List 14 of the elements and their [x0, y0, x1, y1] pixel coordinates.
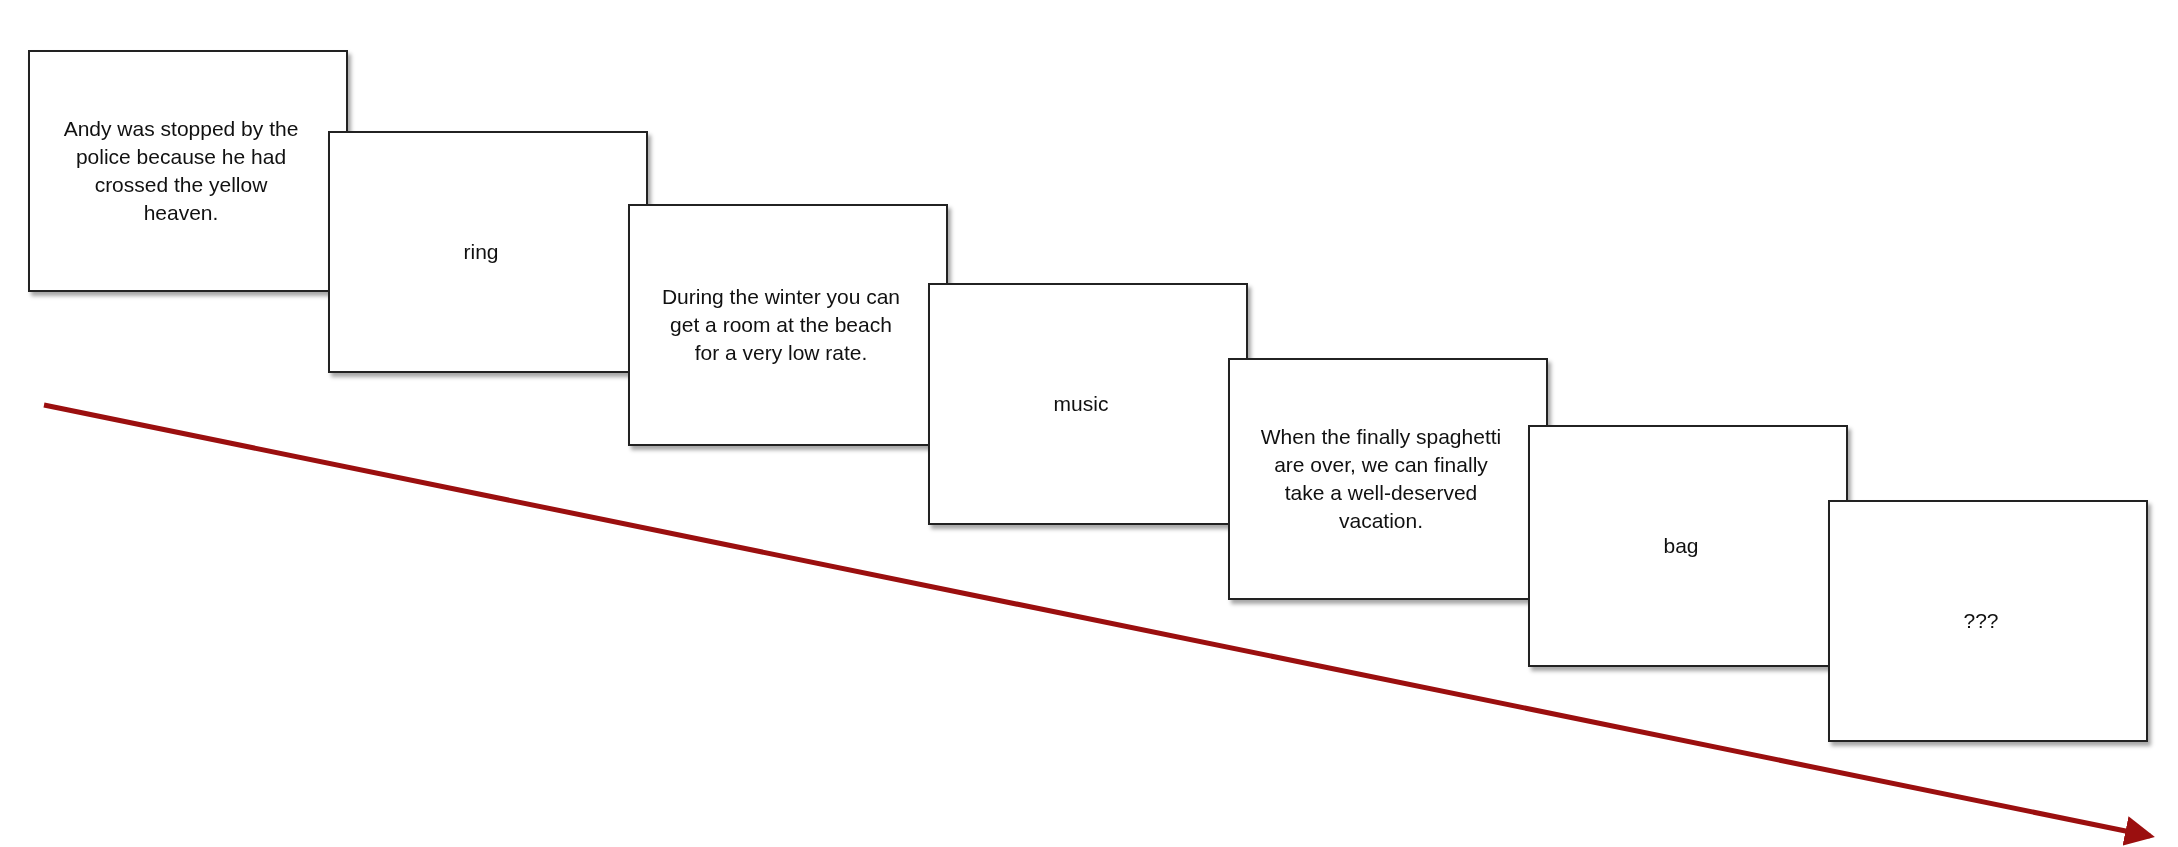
- card: [1828, 500, 2148, 742]
- card-text: Andy was stopped by the police because he had crossed the yellow heaven.: [62, 116, 300, 226]
- card: [28, 50, 348, 292]
- card-text: When the finally spaghetti are over, we can finally take a well-deserved vacation.: [1260, 424, 1502, 534]
- card-text: music: [1053, 391, 1109, 417]
- card: [1228, 358, 1548, 600]
- card: [628, 204, 948, 446]
- card-text: bag: [1663, 533, 1699, 559]
- card: [1528, 425, 1848, 667]
- card: [928, 283, 1248, 525]
- card: [328, 131, 648, 373]
- card-text: ring: [463, 239, 499, 265]
- card-text: ???: [1963, 608, 1999, 634]
- card-text: During the winter you can get a room at the beach for a very low rate.: [660, 284, 902, 366]
